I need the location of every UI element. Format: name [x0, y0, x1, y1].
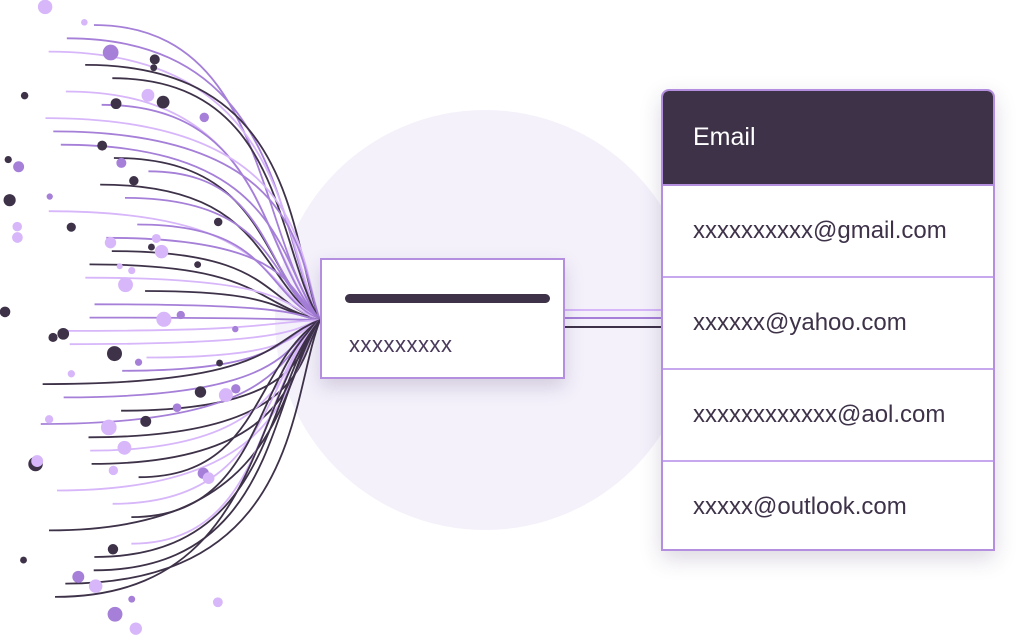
stream-line [93, 319, 321, 572]
data-dot [172, 403, 182, 413]
stream-line [60, 143, 321, 321]
data-dot [202, 472, 215, 485]
data-dot [100, 419, 117, 436]
data-dot [72, 570, 85, 583]
stream-line [66, 37, 321, 321]
data-dot [4, 155, 12, 164]
table-row: xxxxxxxxxx@gmail.com [663, 186, 993, 278]
data-dot [116, 263, 123, 270]
data-dot [81, 19, 88, 26]
data-dot [194, 386, 207, 398]
stream-line [100, 183, 321, 321]
stream-line [125, 197, 321, 321]
stream-line [112, 77, 321, 321]
stream-line [65, 319, 321, 585]
data-dot [44, 415, 54, 424]
data-dot [48, 332, 58, 343]
data-dot [141, 88, 155, 102]
stream-line [42, 319, 321, 385]
data-dot [118, 277, 133, 293]
data-dot [106, 346, 122, 362]
data-dot [156, 95, 170, 109]
stream-line [66, 319, 321, 332]
table-row: xxxxx@outlook.com [693, 493, 907, 520]
stream-line [55, 319, 321, 598]
data-dot [88, 579, 103, 593]
stream-line [48, 50, 321, 321]
data-dot [37, 0, 53, 15]
data-dot [129, 622, 142, 635]
table-row: xxxxxxxxxxxx@aol.com [663, 370, 993, 462]
data-dot [13, 161, 25, 173]
data-dot [216, 359, 224, 367]
data-dot [129, 176, 139, 186]
data-dot [149, 54, 160, 65]
data-dot [117, 440, 132, 455]
data-dot [66, 222, 76, 232]
field-value: xxxxxxxxx [349, 332, 453, 357]
data-dot [150, 64, 158, 72]
data-dot [20, 91, 29, 100]
stream-line [89, 316, 321, 321]
data-dot [134, 358, 143, 366]
data-dot [116, 157, 127, 168]
data-dot [107, 544, 119, 555]
stream-line [48, 319, 321, 532]
table-header: Email [663, 91, 993, 186]
data-dot [67, 370, 75, 378]
data-dot [20, 556, 27, 564]
data-dot [128, 595, 136, 603]
data-dot [107, 606, 123, 622]
data-dot [232, 325, 239, 333]
stream-line [89, 263, 321, 321]
data-dot [31, 455, 44, 468]
data-dot [104, 236, 117, 249]
data-dot [176, 310, 185, 320]
stream-line [101, 103, 321, 321]
data-dot [148, 243, 155, 251]
data-dot [12, 232, 23, 243]
input-field-card: xxxxxxxxx [320, 258, 565, 379]
data-dot [154, 244, 169, 259]
data-dot [110, 98, 122, 110]
data-dot [212, 597, 223, 608]
stream-line [94, 319, 321, 558]
data-dot [46, 193, 53, 200]
stream-line [94, 303, 321, 321]
data-dot [108, 465, 119, 476]
stream-line [85, 276, 321, 321]
stream-line [53, 130, 321, 321]
stream-line [138, 319, 321, 479]
table-row: xxxxxx@yahoo.com [663, 278, 993, 370]
data-dot [3, 194, 16, 207]
stream-line [56, 319, 321, 492]
field-label-bar [345, 294, 550, 303]
data-dot [128, 266, 136, 275]
stream-line [131, 319, 321, 518]
data-dot [57, 327, 70, 340]
data-dot [156, 311, 172, 327]
data-dot [213, 217, 223, 227]
data-dot [199, 112, 209, 123]
data-dot [231, 384, 241, 394]
data-dot [0, 306, 11, 318]
stream-line [106, 236, 321, 321]
data-dot [102, 44, 119, 61]
data-dot [140, 415, 152, 427]
data-dot [151, 233, 161, 243]
data-dot [194, 261, 202, 269]
data-dot [97, 140, 108, 151]
data-dot [218, 388, 233, 403]
data-dot [12, 221, 22, 232]
email-table: Email xxxxxxxxxx@gmail.com xxxxxx@yahoo.… [661, 89, 995, 551]
